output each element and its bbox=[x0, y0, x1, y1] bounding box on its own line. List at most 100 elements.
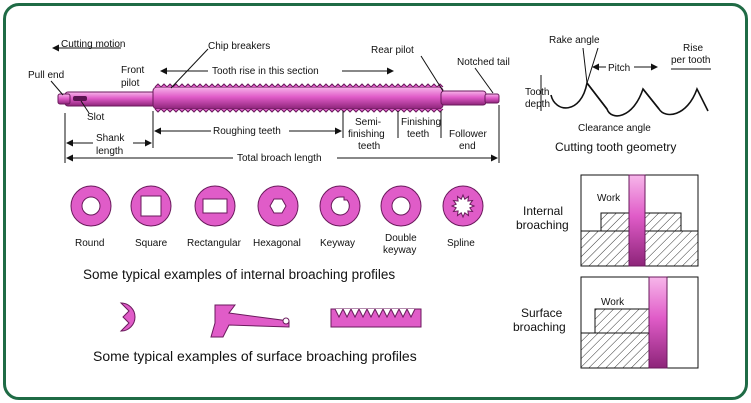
pitch-label: Pitch bbox=[608, 63, 630, 74]
broach-tooth bbox=[208, 83, 216, 113]
broach-labels: Cutting motion Pull end Front pilot Slot… bbox=[28, 39, 510, 164]
front-pilot-label-2: pilot bbox=[121, 78, 140, 89]
broach-tooth bbox=[268, 83, 276, 113]
slot-label: Slot bbox=[87, 112, 104, 123]
slot-cutout bbox=[73, 96, 87, 101]
broach-tooth bbox=[298, 83, 306, 113]
broach-teeth-body bbox=[152, 86, 444, 110]
rise-label-2: per tooth bbox=[671, 55, 710, 66]
internal-work-label: Work bbox=[597, 193, 621, 204]
broach-tooth bbox=[346, 83, 354, 113]
rear-pilot bbox=[440, 90, 487, 106]
broach-tooth bbox=[226, 83, 234, 113]
broach-tooth bbox=[220, 83, 228, 113]
broach-tooth bbox=[160, 83, 168, 113]
pull-end-label: Pull end bbox=[28, 70, 64, 81]
total-length-label: Total broach length bbox=[237, 153, 322, 164]
broach-tooth bbox=[376, 83, 384, 113]
rack-tooth bbox=[366, 308, 376, 319]
broach-tooth bbox=[364, 83, 372, 113]
broach-teeth bbox=[154, 83, 444, 113]
rectangular-label: Rectangular bbox=[187, 238, 242, 249]
finishing-label-1: Finishing bbox=[401, 117, 441, 128]
broach-tooth bbox=[406, 83, 414, 113]
broach-tooth bbox=[358, 83, 366, 113]
broach-tooth bbox=[436, 83, 444, 113]
broach-tooth bbox=[262, 83, 270, 113]
square-label: Square bbox=[135, 238, 168, 249]
surface-profiles: Some typical examples of surface broachi… bbox=[93, 302, 422, 364]
surface-broaching: Work Surface broaching bbox=[513, 276, 699, 369]
broach-tooth bbox=[412, 83, 420, 113]
internal-broaching-label-1: Internal bbox=[523, 204, 563, 218]
broach-tooth bbox=[334, 83, 342, 113]
internal-broaching: Work Internal broaching bbox=[516, 174, 699, 267]
broach-tooth bbox=[304, 83, 312, 113]
double-keyway-label-2: keyway bbox=[383, 245, 416, 256]
rack-tooth bbox=[374, 308, 384, 319]
cutting-motion-label: Cutting motion bbox=[61, 39, 125, 50]
semi-finishing-label-1: Semi- bbox=[355, 117, 381, 128]
broach-tooth bbox=[286, 83, 294, 113]
tooth-geometry: Rake angle Rise per tooth Pitch Tooth de… bbox=[525, 35, 711, 154]
spline-label: Spline bbox=[447, 238, 475, 249]
broach-tooth bbox=[388, 83, 396, 113]
finishing-label-2: teeth bbox=[407, 129, 429, 140]
keyway-label: Keyway bbox=[320, 238, 355, 249]
chip-breakers-label: Chip breakers bbox=[208, 41, 270, 52]
round-label: Round bbox=[75, 238, 104, 249]
notched-tail-label: Notched tail bbox=[457, 57, 510, 68]
broach-tooth bbox=[322, 83, 330, 113]
rack-tooth bbox=[334, 308, 344, 319]
surface-broaching-label-2: broaching bbox=[513, 320, 566, 334]
double-keyway-label-1: Double bbox=[385, 233, 417, 244]
shank-length-label-1: Shank bbox=[96, 133, 125, 144]
internal-profiles-caption: Some typical examples of internal broach… bbox=[83, 267, 395, 282]
broach-tooth bbox=[178, 83, 186, 113]
broach-tooth bbox=[154, 83, 162, 113]
clearance-angle-label: Clearance angle bbox=[578, 123, 651, 134]
broach-tooth bbox=[292, 83, 300, 113]
broach-tooth bbox=[250, 83, 258, 113]
broach-tooth bbox=[352, 83, 360, 113]
semi-finishing-label-2: finishing bbox=[348, 129, 385, 140]
broach-tooth bbox=[196, 83, 204, 113]
broach-tooth bbox=[238, 83, 246, 113]
broach-tooth bbox=[418, 83, 426, 113]
shank-length-label-2: length bbox=[96, 146, 123, 157]
follower-end-label-1: Follower bbox=[449, 129, 487, 140]
pull-end-knob bbox=[57, 93, 71, 105]
broach-tooth bbox=[400, 83, 408, 113]
broach-tooth bbox=[328, 83, 336, 113]
broach-tooth bbox=[382, 83, 390, 113]
broach-tooth bbox=[202, 83, 210, 113]
rear-pilot-label: Rear pilot bbox=[371, 45, 414, 56]
diagram-frame: Cutting motion Pull end Front pilot Slot… bbox=[3, 3, 748, 400]
rack-tooth bbox=[398, 308, 408, 319]
tooth-depth-label-2: depth bbox=[525, 99, 550, 110]
tooth-depth-label-1: Tooth bbox=[525, 87, 549, 98]
broach-drawing bbox=[57, 83, 500, 113]
rise-label-1: Rise bbox=[683, 43, 703, 54]
rack-tooth bbox=[382, 308, 392, 319]
broach-tooth bbox=[370, 83, 378, 113]
broach-tooth bbox=[244, 83, 252, 113]
broach-tooth bbox=[190, 83, 198, 113]
hexagonal-label: Hexagonal bbox=[253, 238, 301, 249]
tooth-rise-label: Tooth rise in this section bbox=[212, 66, 319, 77]
broach-tooth bbox=[256, 83, 264, 113]
broach-tooth bbox=[340, 83, 348, 113]
follower-end-label-2: end bbox=[459, 141, 476, 152]
surface-broaching-label-1: Surface bbox=[521, 306, 563, 320]
rake-angle-label: Rake angle bbox=[549, 35, 600, 46]
broach-tooth bbox=[310, 83, 318, 113]
broach-tooth bbox=[184, 83, 192, 113]
front-pilot-label-1: Front bbox=[121, 65, 145, 76]
broach-tooth bbox=[274, 83, 282, 113]
broach-tooth bbox=[280, 83, 288, 113]
roughing-teeth-label: Roughing teeth bbox=[213, 126, 281, 137]
internal-profiles: Round Square Rectangular Hexagonal Keywa… bbox=[70, 185, 484, 282]
broach-tooth bbox=[214, 83, 222, 113]
broach-tooth bbox=[424, 83, 432, 113]
surface-work-label: Work bbox=[601, 297, 625, 308]
